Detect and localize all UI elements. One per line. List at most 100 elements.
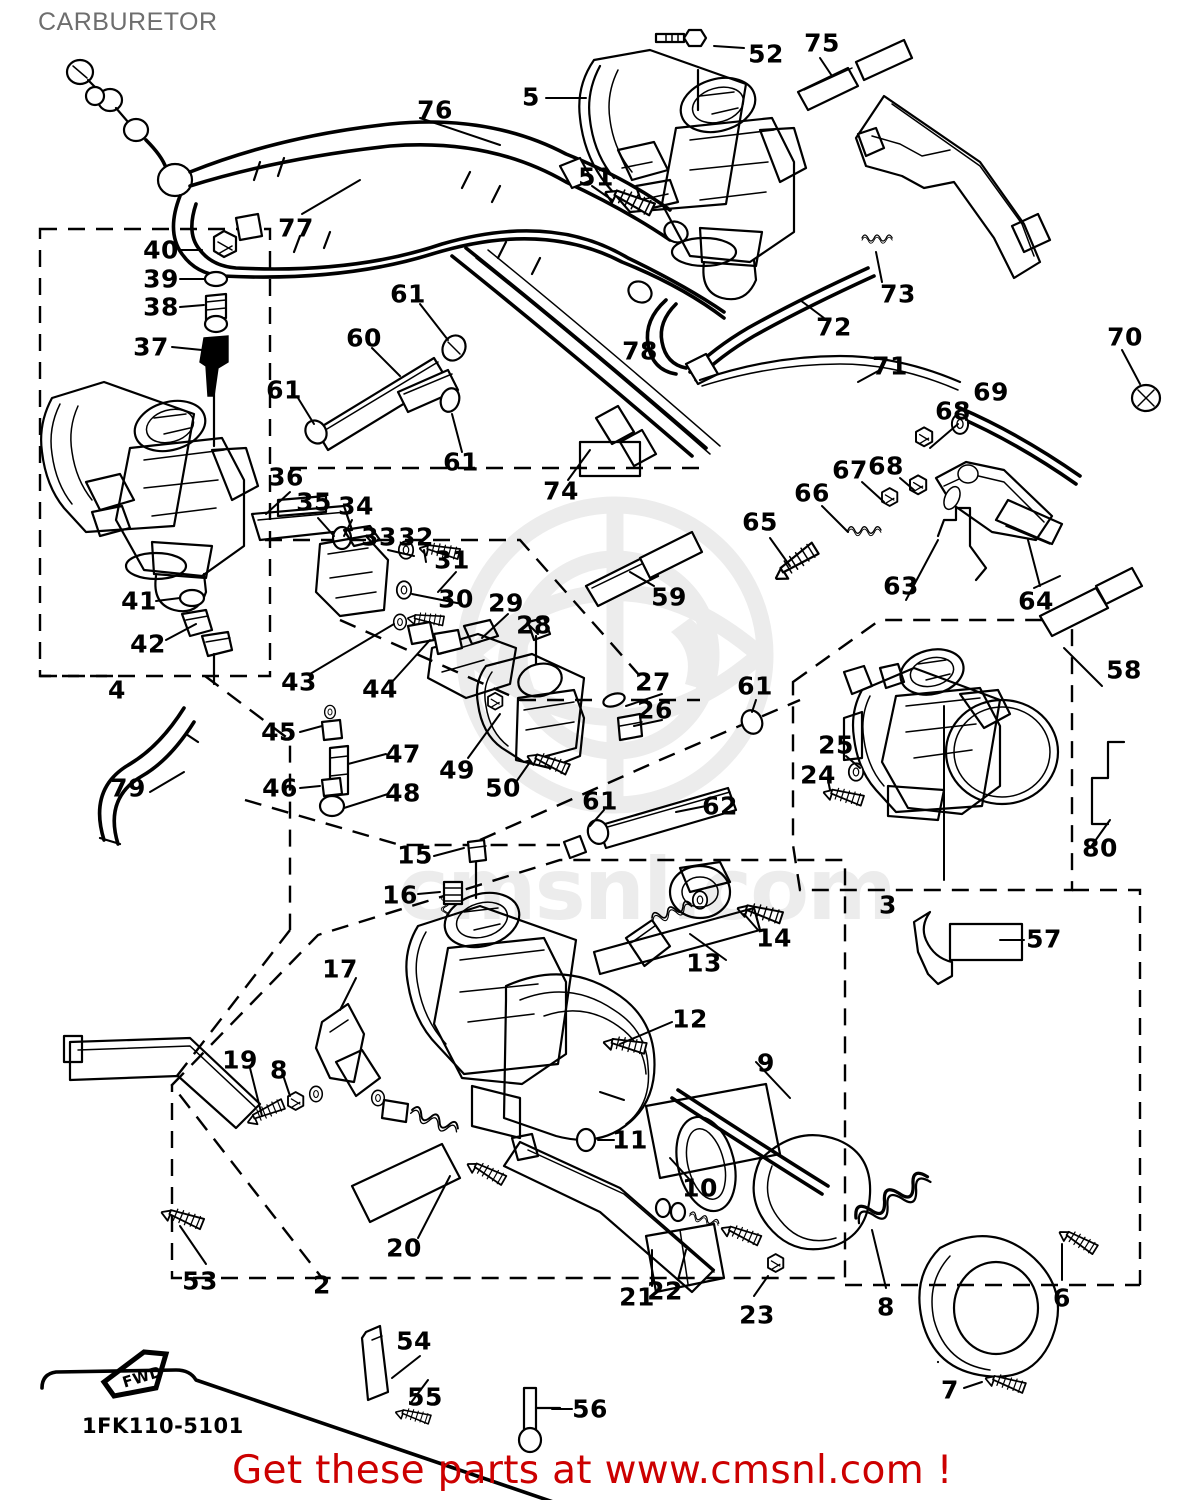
linkage-rods bbox=[684, 38, 1162, 486]
callout-number: 51 bbox=[578, 162, 614, 192]
callout-number: 67 bbox=[832, 455, 868, 485]
callout-number: 36 bbox=[268, 462, 304, 492]
callout-number: 71 bbox=[872, 351, 908, 381]
callout-number: 61 bbox=[582, 786, 618, 816]
throttle-pivot-plate bbox=[768, 403, 1064, 601]
callout-number: 23 bbox=[739, 1300, 775, 1330]
callout-number: 65 bbox=[742, 507, 778, 537]
callout-number: 61 bbox=[266, 375, 302, 405]
callout-number: 55 bbox=[407, 1382, 443, 1412]
callout-number: 61 bbox=[390, 279, 426, 309]
callout-number: 60 bbox=[346, 323, 382, 353]
callout-number: 64 bbox=[1018, 586, 1054, 616]
callout-number: 19 bbox=[222, 1045, 258, 1075]
callout-number: 7 bbox=[941, 1375, 959, 1405]
callout-number: 76 bbox=[417, 95, 453, 125]
fwd-guide-line bbox=[40, 1368, 553, 1500]
callout-number: 44 bbox=[362, 674, 398, 704]
callout-number: 26 bbox=[637, 695, 673, 725]
group-3-boundary bbox=[791, 618, 1074, 892]
diagram-part-number: 1FK110-5101 bbox=[82, 1414, 244, 1438]
callout-number: 72 bbox=[816, 312, 852, 342]
callout-number: 80 bbox=[1082, 833, 1118, 863]
callout-number: 9 bbox=[757, 1048, 775, 1078]
callout-number: 79 bbox=[110, 773, 146, 803]
callout-number: 37 bbox=[133, 332, 169, 362]
group-4-boundary bbox=[38, 227, 272, 678]
callout-number: 8 bbox=[877, 1292, 895, 1322]
callout-number: 68 bbox=[935, 396, 971, 426]
callout-number: 43 bbox=[281, 667, 317, 697]
callout-number: 74 bbox=[543, 476, 579, 506]
callout-number: 22 bbox=[647, 1276, 683, 1306]
callout-number: 66 bbox=[794, 478, 830, 508]
callout-number: 70 bbox=[1107, 322, 1143, 352]
callout-number: 49 bbox=[439, 755, 475, 785]
callout-number: 38 bbox=[143, 292, 179, 322]
callout-number: 21 bbox=[619, 1282, 655, 1312]
fuel-hose-79 bbox=[97, 706, 200, 846]
assembly-group-label: 3 bbox=[879, 890, 897, 920]
callout-number: 63 bbox=[883, 571, 919, 601]
callout-number: 47 bbox=[385, 739, 421, 769]
callout-number: 27 bbox=[635, 667, 671, 697]
callout-number: 56 bbox=[572, 1394, 608, 1424]
callout-number: 42 bbox=[130, 629, 166, 659]
callout-number: 78 bbox=[622, 336, 658, 366]
callout-number: 61 bbox=[737, 671, 773, 701]
callout-number: 29 bbox=[488, 588, 524, 618]
carburetor-body-top bbox=[545, 28, 808, 376]
callout-number: 12 bbox=[672, 1004, 708, 1034]
callout-number: 34 bbox=[338, 491, 374, 521]
callout-number: 77 bbox=[278, 213, 314, 243]
center-hardware-cluster bbox=[250, 491, 663, 818]
carburetor-stay-bracket bbox=[854, 94, 1052, 280]
callout-number: 57 bbox=[1026, 924, 1062, 954]
callout-number: 8 bbox=[270, 1055, 288, 1085]
callout-number: 16 bbox=[382, 880, 418, 910]
callout-number: 35 bbox=[296, 487, 332, 517]
callout-number: 6 bbox=[1053, 1283, 1071, 1313]
callout-number: 15 bbox=[397, 840, 433, 870]
callout-number: 32 bbox=[398, 522, 434, 552]
callout-number: 68 bbox=[868, 451, 904, 481]
callout-number: 45 bbox=[261, 717, 297, 747]
callout-number: 25 bbox=[818, 730, 854, 760]
fwd-arrow-marker bbox=[100, 1349, 170, 1399]
callout-number: 41 bbox=[121, 586, 157, 616]
assembly-group-label: 4 bbox=[108, 675, 126, 705]
callout-number: 40 bbox=[143, 235, 179, 265]
cross-link-rod bbox=[450, 246, 721, 481]
callout-number: 11 bbox=[612, 1125, 648, 1155]
carburetor-body-left bbox=[40, 229, 260, 686]
page-title: CARBURETOR bbox=[38, 8, 218, 36]
fuel-tubes bbox=[562, 530, 764, 860]
group-2-boundary bbox=[170, 858, 847, 1280]
callout-number: 46 bbox=[262, 773, 298, 803]
callout-number: 13 bbox=[686, 948, 722, 978]
callout-number: 69 bbox=[973, 377, 1009, 407]
callout-number: 58 bbox=[1106, 655, 1142, 685]
callout-number: 61 bbox=[443, 447, 479, 477]
callout-number: 20 bbox=[386, 1233, 422, 1263]
promo-text: Get these parts at www.cmsnl.com ! bbox=[232, 1448, 953, 1493]
callout-number: 59 bbox=[651, 582, 687, 612]
callout-number: 62 bbox=[702, 791, 738, 821]
vacuum-tube-60 bbox=[297, 303, 467, 453]
callout-number: 31 bbox=[434, 545, 470, 575]
callout-number: 54 bbox=[396, 1326, 432, 1356]
assembly-group-label: 2 bbox=[313, 1270, 331, 1300]
callout-number: 28 bbox=[516, 610, 552, 640]
callout-number: 75 bbox=[804, 28, 840, 58]
callout-number: 50 bbox=[485, 773, 521, 803]
callout-number: 5 bbox=[522, 82, 540, 112]
callout-number: 33 bbox=[361, 522, 397, 552]
callout-number: 73 bbox=[880, 279, 916, 309]
callout-number: 48 bbox=[385, 778, 421, 808]
carburetor-body-bottom bbox=[62, 838, 1100, 1454]
callout-number: 53 bbox=[182, 1266, 218, 1296]
callout-number: 17 bbox=[322, 954, 358, 984]
callout-number: 52 bbox=[748, 39, 784, 69]
